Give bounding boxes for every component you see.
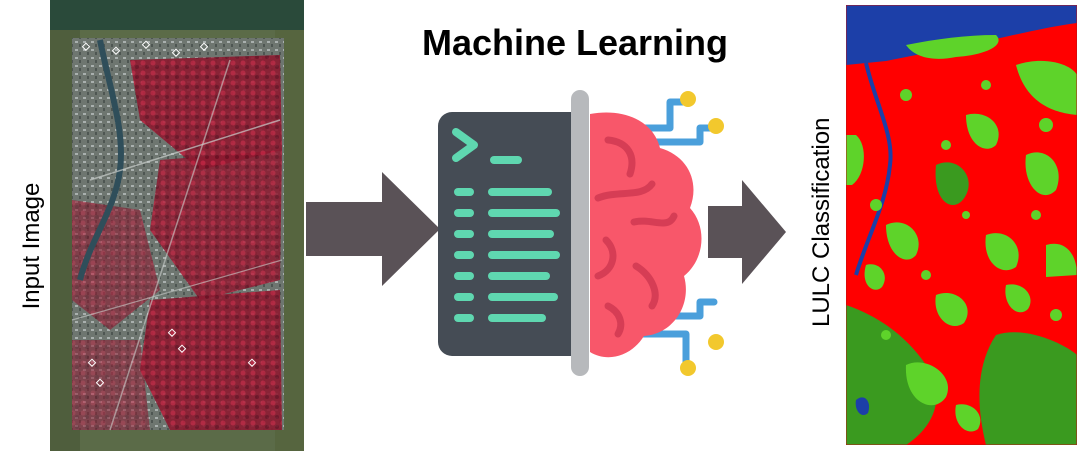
circuit-icon xyxy=(634,98,718,370)
right-arrow-icon xyxy=(306,172,440,286)
satellite-scene xyxy=(50,0,304,451)
lulc-classification-map xyxy=(846,5,1077,445)
page-title: Machine Learning xyxy=(421,22,729,63)
right-arrow-icon xyxy=(708,180,786,284)
brain-icon xyxy=(590,112,702,358)
divider xyxy=(571,90,589,376)
input-image-label: Input Image xyxy=(18,182,45,310)
code-terminal-icon xyxy=(438,112,588,356)
input-satellite-image xyxy=(50,0,304,451)
lulc-classification-label: LULC Classification xyxy=(808,117,835,327)
machine-learning-icon xyxy=(438,90,724,376)
classification-raster xyxy=(846,5,1077,445)
